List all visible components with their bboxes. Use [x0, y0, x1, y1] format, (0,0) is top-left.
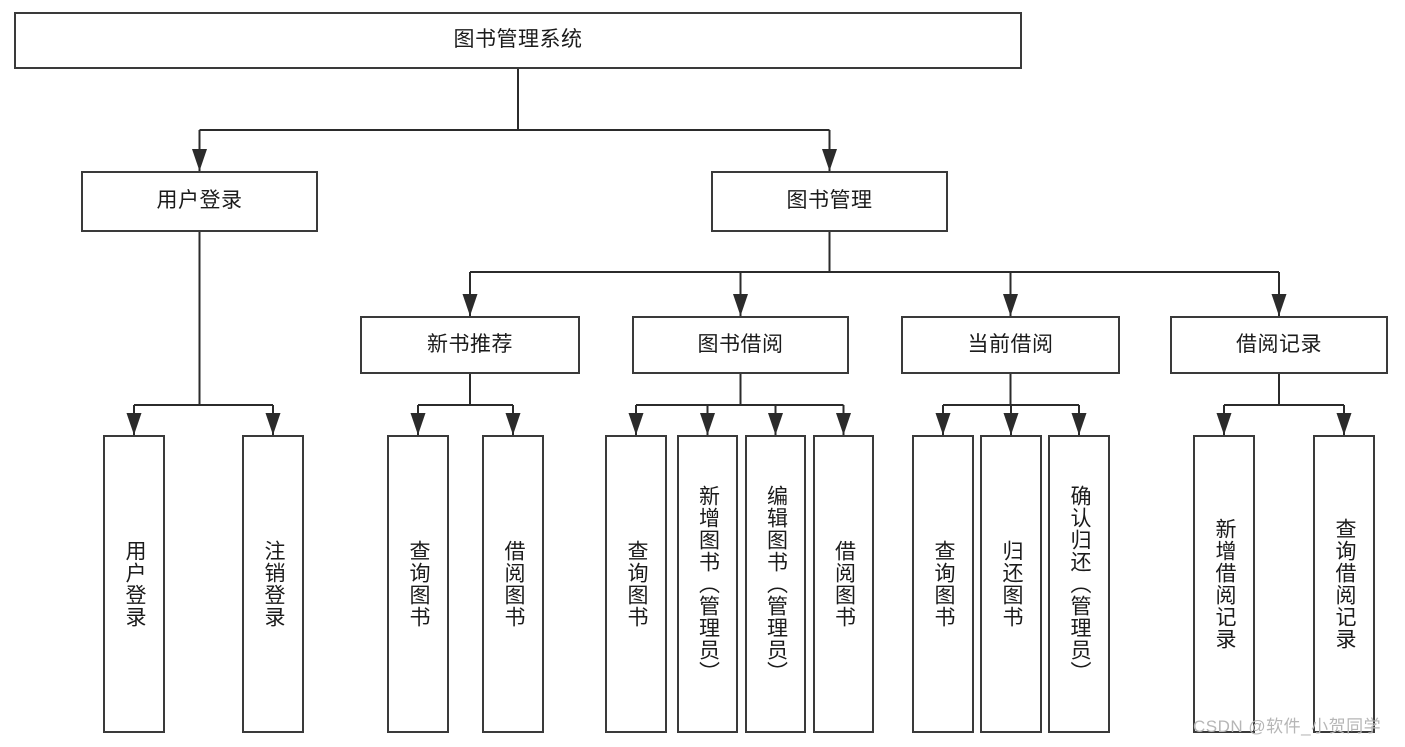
node-leaf-13[interactable]: 查询借阅记录	[1313, 435, 1375, 733]
node-login[interactable]: 用户登录	[81, 171, 318, 232]
node-label: 借阅图书	[502, 540, 526, 628]
node-label: 用户登录	[123, 540, 147, 628]
node-label: 编辑图书（管理员）	[764, 485, 788, 683]
node-label: 借阅记录	[1236, 332, 1322, 356]
node-label: 新增借阅记录	[1213, 518, 1237, 650]
node-bookmgmt[interactable]: 图书管理	[711, 171, 948, 232]
node-leaf-5[interactable]: 查询图书	[605, 435, 667, 733]
node-label: 新增图书（管理员）	[696, 485, 720, 683]
node-label: 查询图书	[407, 540, 431, 628]
csdn-watermark: CSDN @软件_小贺同学	[1193, 717, 1382, 736]
node-leaf-6[interactable]: 新增图书（管理员）	[677, 435, 738, 733]
node-borrow[interactable]: 图书借阅	[632, 316, 849, 374]
node-leaf-8[interactable]: 借阅图书	[813, 435, 874, 733]
node-leaf-9[interactable]: 查询图书	[912, 435, 974, 733]
node-label: 查询借阅记录	[1333, 518, 1357, 650]
node-leaf-11[interactable]: 确认归还（管理员）	[1048, 435, 1110, 733]
node-newbook[interactable]: 新书推荐	[360, 316, 580, 374]
node-label: 图书管理	[786, 189, 873, 213]
node-leaf-12[interactable]: 新增借阅记录	[1193, 435, 1255, 733]
node-label: 图书管理系统	[453, 28, 583, 52]
node-label: 借阅图书	[832, 540, 856, 628]
node-leaf-10[interactable]: 归还图书	[980, 435, 1042, 733]
node-root[interactable]: 图书管理系统	[14, 12, 1022, 69]
node-label: 查询图书	[932, 540, 956, 628]
node-label: 查询图书	[625, 540, 649, 628]
node-leaf-2[interactable]: 注销登录	[242, 435, 304, 733]
node-label: 图书借阅	[697, 332, 784, 356]
node-label: 新书推荐	[427, 332, 513, 356]
node-leaf-3[interactable]: 查询图书	[387, 435, 449, 733]
node-label: 归还图书	[1000, 540, 1024, 628]
node-label: 注销登录	[262, 540, 286, 628]
node-label: 确认归还（管理员）	[1068, 485, 1092, 683]
node-leaf-1[interactable]: 用户登录	[103, 435, 165, 733]
node-record[interactable]: 借阅记录	[1170, 316, 1388, 374]
node-label: 用户登录	[156, 189, 243, 213]
node-current[interactable]: 当前借阅	[901, 316, 1120, 374]
node-leaf-7[interactable]: 编辑图书（管理员）	[745, 435, 806, 733]
node-leaf-4[interactable]: 借阅图书	[482, 435, 544, 733]
node-label: 当前借阅	[967, 332, 1054, 356]
